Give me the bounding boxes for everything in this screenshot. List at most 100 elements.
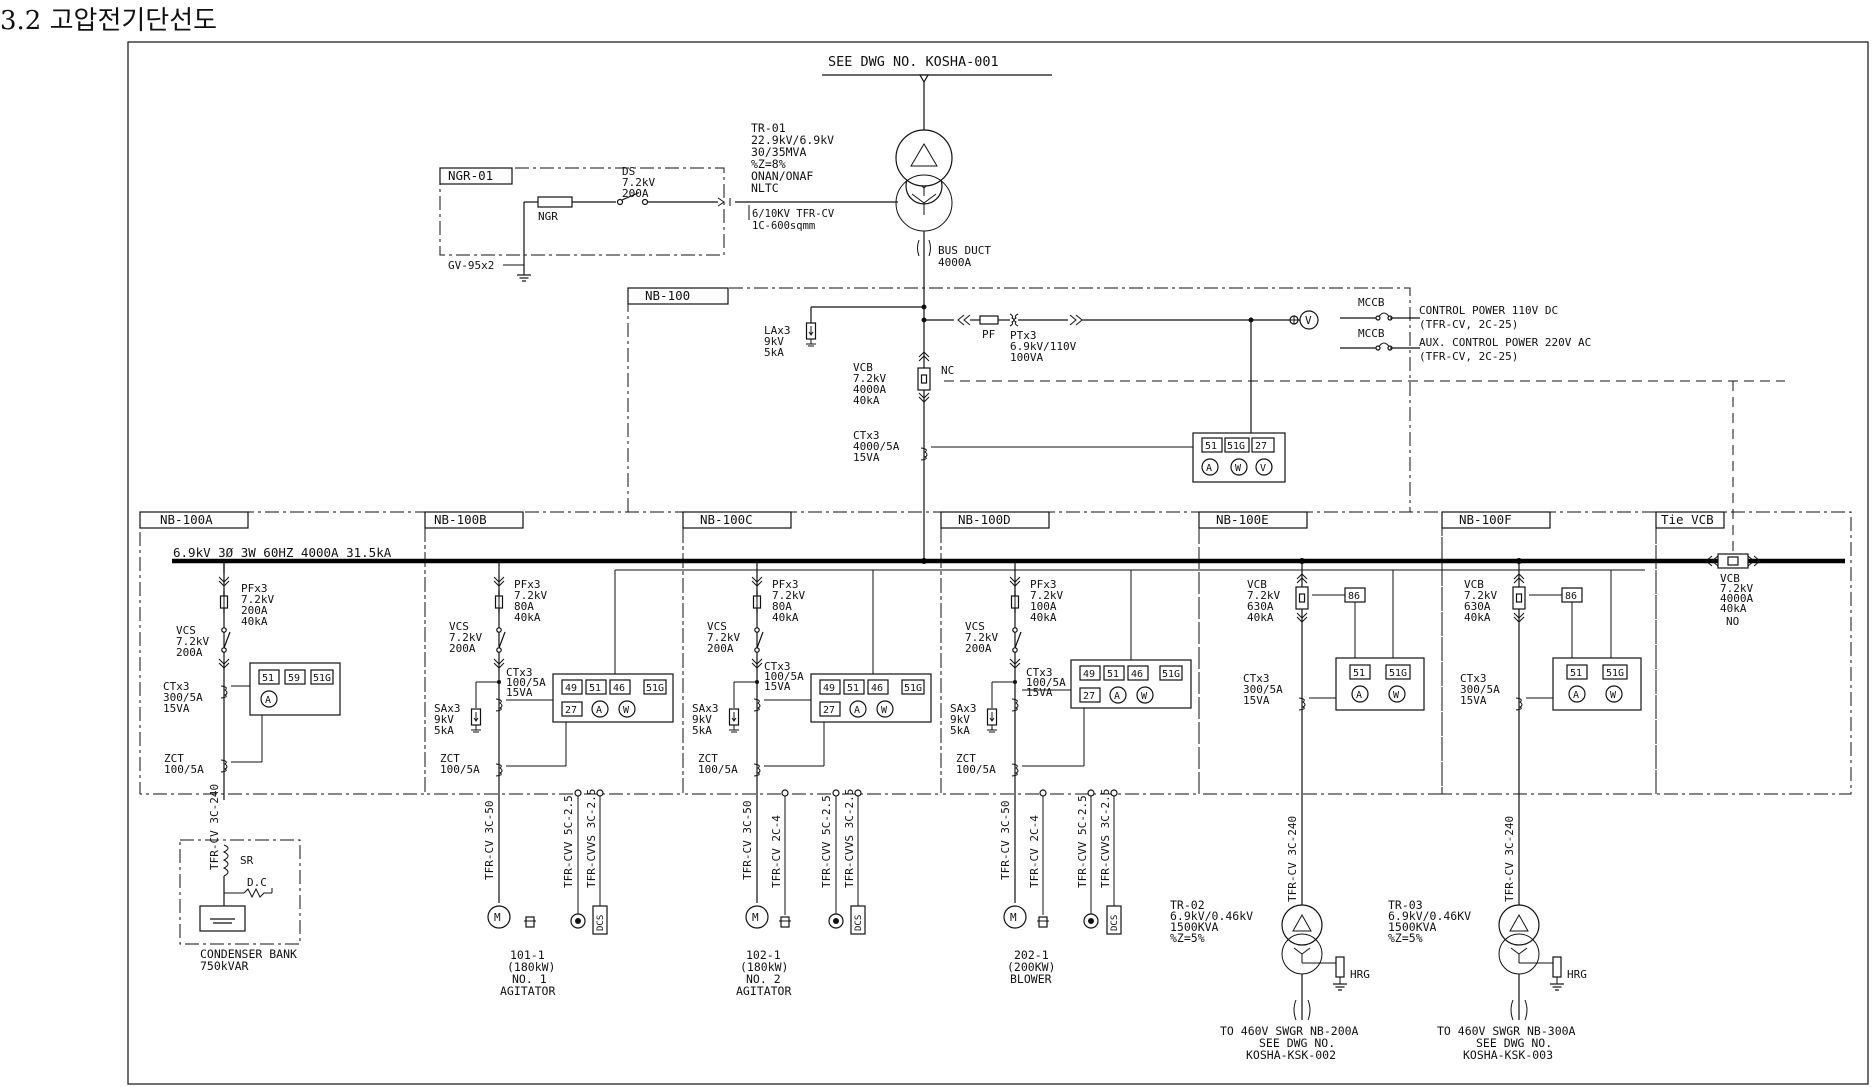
svg-text:ZCT: ZCT <box>440 752 460 765</box>
svg-text:51G: 51G <box>904 683 922 694</box>
svg-text:TFR-CV 3C-50: TFR-CV 3C-50 <box>483 801 496 880</box>
svg-text:A: A <box>1356 690 1362 701</box>
feeder-a-zct-label: ZCT 100/5A <box>164 752 204 776</box>
bus-duct: BUS DUCT 4000A <box>917 231 991 563</box>
feeder-e-relay: 51 51G A W <box>1335 657 1425 711</box>
main-bus: 6.9kV 3Ø 3W 60HZ 4000A 31.5kA <box>172 545 1845 564</box>
svg-text:200A: 200A <box>622 187 649 200</box>
svg-text:40kA: 40kA <box>1030 611 1057 624</box>
svg-text:(TFR-CV, 2C-25): (TFR-CV, 2C-25) <box>1419 318 1518 331</box>
svg-text:80A: 80A <box>772 600 792 613</box>
svg-text:51G: 51G <box>1227 441 1245 452</box>
svg-text:27: 27 <box>823 705 835 716</box>
svg-text:15VA: 15VA <box>1460 694 1487 707</box>
svg-text:100/5A: 100/5A <box>764 670 804 683</box>
feeder-a-pf-label: PFx3 7.2kV 200A 40kA <box>241 582 274 628</box>
motor-202-1 <box>1003 905 1027 929</box>
svg-text:7.2kV: 7.2kV <box>1247 589 1280 602</box>
svg-text:15VA: 15VA <box>853 451 880 464</box>
svg-text:4000/5A: 4000/5A <box>853 440 900 453</box>
svg-text:CTx3: CTx3 <box>163 680 190 693</box>
svg-text:%Z=5%: %Z=5% <box>1170 931 1205 945</box>
svg-text:NB-100B: NB-100B <box>434 512 487 527</box>
svg-text:CONTROL POWER 110V DC: CONTROL POWER 110V DC <box>1419 304 1558 317</box>
svg-text:49: 49 <box>823 683 835 694</box>
svg-text:102-1: 102-1 <box>746 948 781 962</box>
svg-text:AUX. CONTROL POWER 220V AC: AUX. CONTROL POWER 220V AC <box>1419 336 1591 349</box>
svg-text:PFx3: PFx3 <box>241 582 268 595</box>
svg-text:100/5A: 100/5A <box>956 763 996 776</box>
svg-text:1C-600sqmm: 1C-600sqmm <box>752 220 815 232</box>
svg-text:6.9kV/110V: 6.9kV/110V <box>1010 340 1077 353</box>
feeder-a: PFx3 7.2kV 200A 40kA VCS 7.2kV 200A CTx3… <box>163 561 341 973</box>
svg-text:DCS: DCS <box>596 915 606 931</box>
svg-text:PFx3: PFx3 <box>514 578 541 591</box>
svg-text:GV-95x2: GV-95x2 <box>448 259 494 272</box>
svg-text:NO: NO <box>1726 615 1739 628</box>
feeder-c-load-label: 102-1 (180kW) NO. 2 AGITATOR <box>736 948 791 998</box>
svg-text:46: 46 <box>871 683 883 694</box>
tr03-to-label: TO 460V SWGR NB-300A SEE DWG NO. KOSHA-K… <box>1437 1024 1576 1062</box>
svg-text:30/35MVA: 30/35MVA <box>751 145 806 159</box>
bus-label: 6.9kV 3Ø 3W 60HZ 4000A 31.5kA <box>173 545 392 560</box>
svg-text:40kA: 40kA <box>853 394 880 407</box>
svg-text:51G: 51G <box>1162 669 1180 680</box>
svg-text:CTx3: CTx3 <box>506 666 533 679</box>
tr02-transformer <box>1281 904 1323 975</box>
svg-text:7.2kV: 7.2kV <box>176 635 209 648</box>
svg-text:TO 460V SWGR NB-200A: TO 460V SWGR NB-200A <box>1220 1024 1359 1038</box>
svg-text:7.2kV: 7.2kV <box>1464 589 1497 602</box>
svg-text:SEE DWG NO.: SEE DWG NO. <box>1476 1036 1552 1050</box>
svg-text:VCB: VCB <box>853 361 873 374</box>
svg-text:NO. 1: NO. 1 <box>512 972 547 986</box>
svg-text:SAx3: SAx3 <box>692 702 719 715</box>
svg-text:W: W <box>623 705 630 716</box>
svg-text:46: 46 <box>1131 669 1143 680</box>
svg-text:TR-01: TR-01 <box>751 121 786 135</box>
condenser-bank-box: SR D.C <box>179 839 301 945</box>
svg-text:TFR-CV 3C-240: TFR-CV 3C-240 <box>1286 816 1299 902</box>
svg-text:NGR: NGR <box>538 210 558 223</box>
svg-text:NO. 2: NO. 2 <box>746 972 781 986</box>
voltmeter <box>1299 310 1319 330</box>
svg-text:NB-100E: NB-100E <box>1216 512 1269 527</box>
svg-text:6.9kV/0.46kV: 6.9kV/0.46kV <box>1170 909 1253 923</box>
tr01-label: TR-01 22.9kV/6.9kV 30/35MVA %Z=8% ONAN/O… <box>751 121 834 195</box>
svg-text:(200KW): (200KW) <box>1007 960 1055 974</box>
feeder-e: 86 VCB 7.2kV 630A 40kA CTx3 300/5A 15VA … <box>1170 558 1425 1062</box>
svg-text:W: W <box>1141 691 1148 702</box>
svg-text:51G: 51G <box>646 683 664 694</box>
svg-text:59: 59 <box>288 673 300 684</box>
svg-text:D.C: D.C <box>247 876 267 889</box>
svg-text:TFR-CVV 5C-2.5: TFR-CVV 5C-2.5 <box>562 795 575 888</box>
svg-text:A: A <box>1573 690 1579 701</box>
svg-text:NB-100: NB-100 <box>645 288 690 303</box>
feeder-b-load-label: 101-1 (180kW) NO. 1 AGITATOR <box>500 948 555 998</box>
svg-text:40kA: 40kA <box>1464 611 1491 624</box>
nb-100-box: NB-100 <box>627 287 1411 512</box>
svg-text:TFR-CV 3C-50: TFR-CV 3C-50 <box>741 801 754 880</box>
svg-text:TFR-CVV 5C-2.5: TFR-CVV 5C-2.5 <box>820 795 833 888</box>
svg-text:DS: DS <box>622 165 635 178</box>
svg-text:15VA: 15VA <box>163 702 190 715</box>
svg-text:27: 27 <box>1083 691 1095 702</box>
svg-text:M: M <box>752 911 759 924</box>
feeder-d: PFx3 7.2kV 100A 40kA VCS 7.2kV 200A CTx3… <box>950 561 1192 986</box>
svg-text:TFR-CVVS 3C-2.5: TFR-CVVS 3C-2.5 <box>1099 789 1112 888</box>
svg-text:LAx3: LAx3 <box>764 324 791 337</box>
svg-text:(180kW): (180kW) <box>507 960 555 974</box>
svg-text:CTx3: CTx3 <box>1460 672 1487 685</box>
svg-text:%Z=5%: %Z=5% <box>1388 931 1423 945</box>
svg-text:VCB: VCB <box>1464 578 1484 591</box>
svg-text:7.2kV: 7.2kV <box>772 589 805 602</box>
svg-text:SAx3: SAx3 <box>950 702 977 715</box>
svg-text:A: A <box>265 695 271 706</box>
svg-text:PF: PF <box>982 328 995 341</box>
svg-text:51G: 51G <box>313 673 331 684</box>
svg-text:630A: 630A <box>1464 600 1491 613</box>
svg-text:M: M <box>494 911 501 924</box>
svg-text:A: A <box>1206 463 1212 474</box>
svg-text:9kV: 9kV <box>434 713 454 726</box>
tie-vcb: VCB 7.2kV 4000A 40kA NO <box>1705 553 1761 628</box>
